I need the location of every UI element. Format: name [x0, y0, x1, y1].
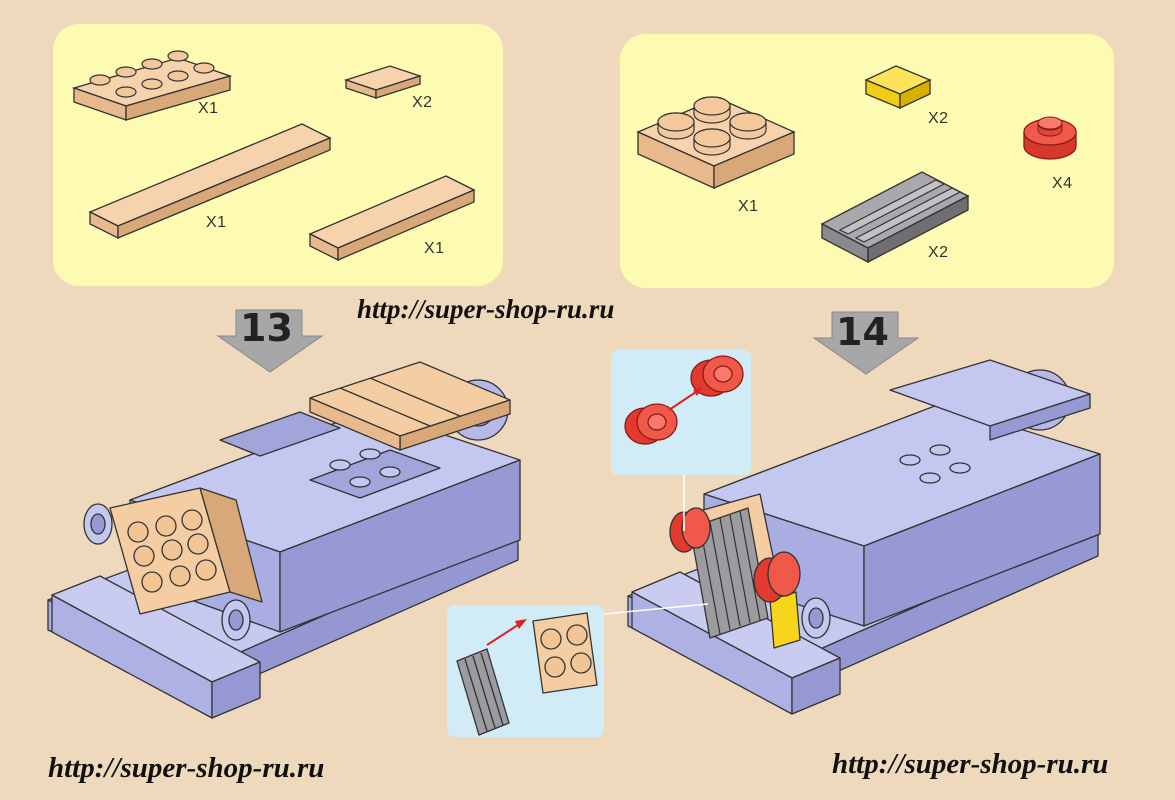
part-qty: X4: [1052, 175, 1073, 192]
tan-tile-1x2-icon: [343, 65, 423, 99]
part-qty: X2: [928, 110, 949, 127]
part-qty: X2: [928, 244, 949, 261]
step-arrow-13: [216, 309, 324, 373]
tan-plate-2x2-icon: [636, 96, 796, 190]
callout-pointer-line: [683, 475, 685, 531]
step-number-13: 13: [240, 306, 293, 350]
watermark-url-top: http://super-shop-ru.ru: [357, 294, 615, 324]
part-qty: X1: [424, 240, 445, 257]
red-light-assembly-icon: [624, 355, 744, 445]
grille-assembly-icon: [456, 612, 598, 736]
watermark-url-bottom-left: http://super-shop-ru.ru: [48, 752, 325, 784]
part-qty: X1: [198, 100, 219, 117]
tan-plate-2x4-icon: [71, 50, 233, 121]
watermark-url-bottom-right: http://super-shop-ru.ru: [832, 748, 1109, 780]
tan-plate-medium-icon: [308, 175, 476, 262]
gray-grille-icon: [820, 171, 970, 264]
tan-plate-long-icon: [88, 123, 332, 240]
part-qty: X2: [412, 94, 433, 111]
red-round-plate-icon: [1023, 116, 1077, 160]
part-qty: X1: [206, 214, 227, 231]
yellow-tile-1x1-icon: [864, 65, 932, 110]
step-number-14: 14: [836, 310, 889, 354]
part-qty: X1: [738, 198, 759, 215]
callout-pointer-line-2: [603, 603, 709, 615]
car-assembly-step-13: [47, 361, 521, 719]
step-arrow-14: [812, 311, 920, 375]
car-assembly-step-14: [627, 359, 1101, 715]
